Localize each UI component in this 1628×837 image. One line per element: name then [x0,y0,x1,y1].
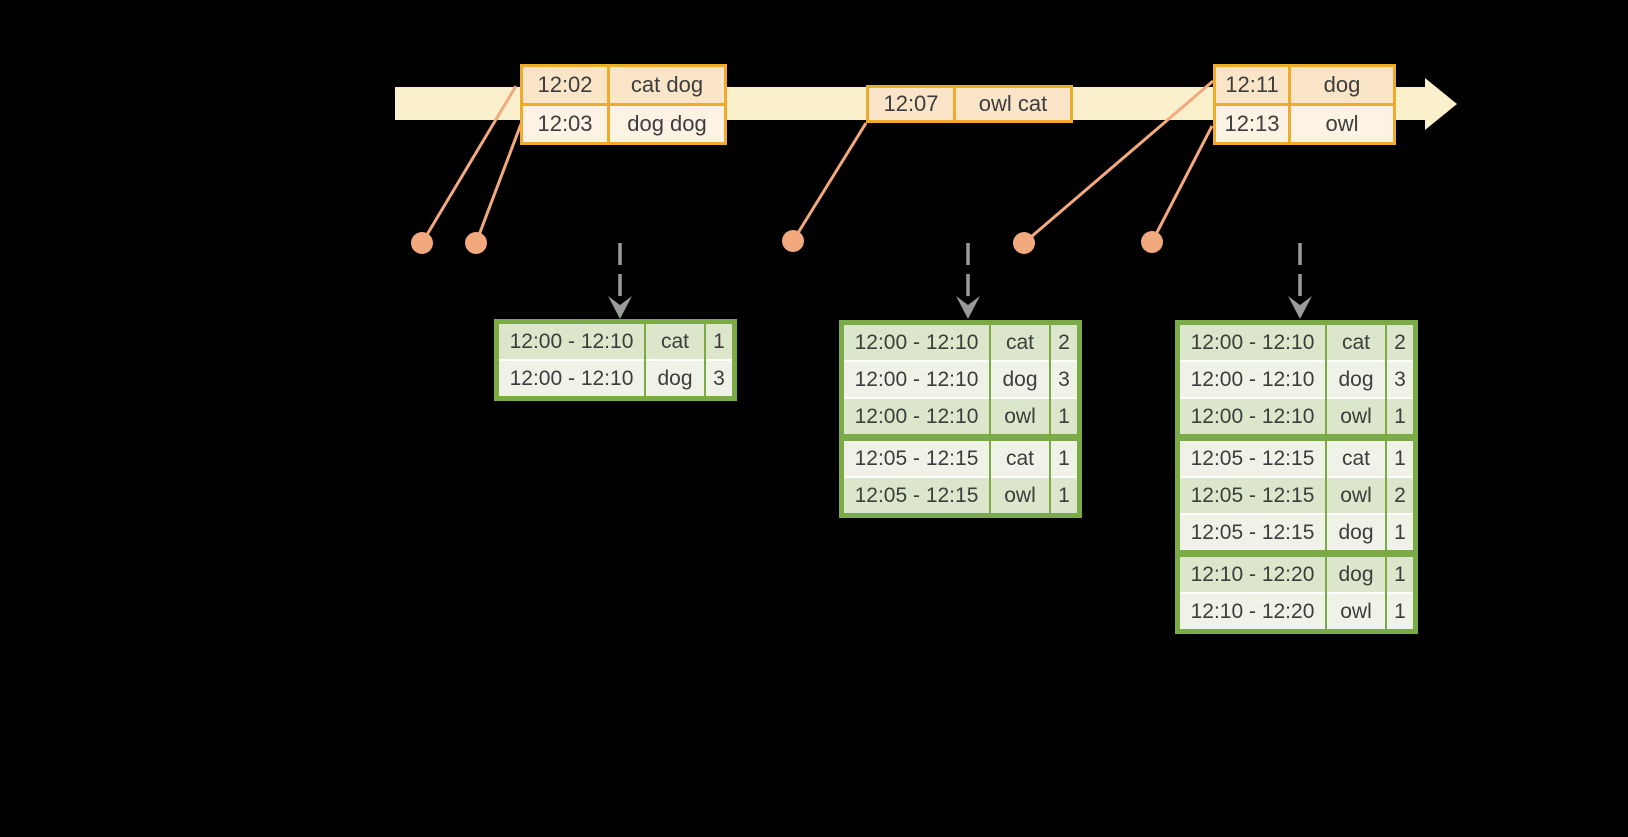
event-dot-icon [1013,232,1035,254]
event-words-cell: owl [1291,106,1393,142]
word-cell: cat [991,325,1049,360]
window-cell: 12:00 - 12:10 [844,325,989,360]
event-words-cell: cat dog [610,67,724,103]
event-words-cell: owl cat [956,88,1070,120]
event-words-cell: dog [1291,67,1393,103]
count-cell: 3 [1387,360,1413,397]
connector-line [420,85,518,244]
trigger-arrowhead-icon [608,296,632,319]
count-cell: 1 [1387,513,1413,550]
timeline-arrowhead-icon [1425,78,1457,130]
word-cell: owl [991,397,1049,434]
count-cell: 3 [706,359,732,396]
word-cell: owl [1327,476,1385,513]
window-cell: 12:00 - 12:10 [499,324,644,359]
word-cell: owl [991,476,1049,513]
word-cell: dog [991,360,1049,397]
word-cell: cat [646,324,704,359]
trigger-arrowhead-icon [1288,296,1312,319]
connector-line [791,122,868,242]
window-cell: 12:00 - 12:10 [1180,360,1325,397]
count-cell: 1 [1051,441,1077,476]
event-time-cell: 12:11 [1216,67,1288,103]
count-cell: 1 [1387,592,1413,629]
word-cell: dog [646,359,704,396]
word-cell: owl [1327,592,1385,629]
event-dot-icon [465,232,487,254]
count-cell: 2 [1051,325,1077,360]
window-cell: 12:05 - 12:15 [844,441,989,476]
event-time-cell: 12:13 [1216,106,1288,142]
window-cell: 12:05 - 12:15 [1180,441,1325,476]
count-cell: 1 [1387,397,1413,434]
word-cell: dog [1327,557,1385,592]
connector-line [1150,125,1214,243]
word-cell: dog [1327,360,1385,397]
event-dot-icon [1141,231,1163,253]
window-cell: 12:00 - 12:10 [1180,397,1325,434]
event-time-cell: 12:03 [523,106,607,142]
window-cell: 12:00 - 12:10 [1180,325,1325,360]
word-cell: cat [991,441,1049,476]
window-cell: 12:05 - 12:15 [1180,476,1325,513]
event-time-cell: 12:07 [869,88,953,120]
count-cell: 1 [1051,397,1077,434]
window-cell: 12:10 - 12:20 [1180,592,1325,629]
window-cell: 12:05 - 12:15 [844,476,989,513]
event-words-cell: dog dog [610,106,724,142]
word-cell: dog [1327,513,1385,550]
count-cell: 2 [1387,325,1413,360]
event-dot-icon [411,232,433,254]
event-dot-icon [782,230,804,252]
connector-line [1023,79,1214,245]
word-cell: cat [1327,325,1385,360]
window-cell: 12:10 - 12:20 [1180,557,1325,592]
count-cell: 1 [1051,476,1077,513]
window-cell: 12:00 - 12:10 [844,397,989,434]
window-cell: 12:00 - 12:10 [499,359,644,396]
count-cell: 1 [706,324,732,359]
window-cell: 12:00 - 12:10 [844,360,989,397]
window-cell: 12:05 - 12:15 [1180,513,1325,550]
count-cell: 2 [1387,476,1413,513]
count-cell: 1 [1387,557,1413,592]
count-cell: 3 [1051,360,1077,397]
word-cell: owl [1327,397,1385,434]
connector-line [474,123,523,244]
word-cell: cat [1327,441,1385,476]
count-cell: 1 [1387,441,1413,476]
event-time-cell: 12:02 [523,67,607,103]
trigger-arrowhead-icon [956,296,980,319]
